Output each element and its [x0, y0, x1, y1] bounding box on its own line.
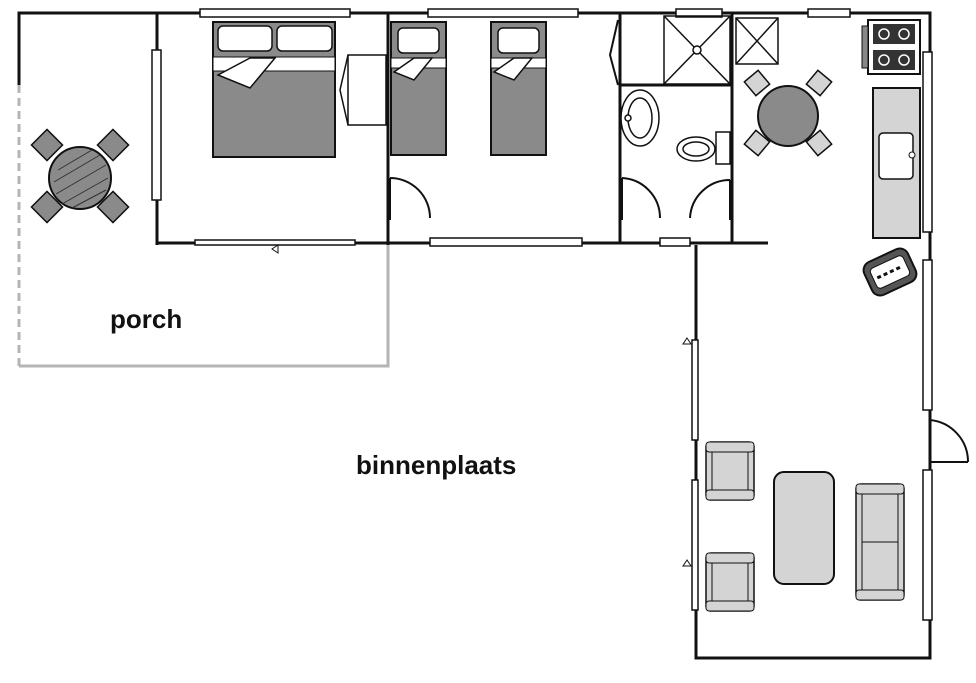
sofa: [855, 483, 905, 601]
armchair-top: [705, 441, 755, 501]
kitchen-cabinet: [735, 17, 779, 65]
door-swing-bathroom: [621, 177, 662, 220]
doors: [389, 19, 970, 463]
double-bed: [212, 21, 336, 158]
chair-kitchen-corner: [862, 247, 918, 297]
porch-table: [30, 128, 130, 224]
porch-area: [17, 85, 390, 368]
porch-outline: [19, 245, 390, 368]
washbasin: [620, 89, 660, 147]
toilet: [676, 131, 731, 165]
porch-label: porch: [110, 304, 182, 334]
single-bed-left: [390, 21, 447, 156]
window-arrows: [271, 244, 692, 567]
shower: [663, 15, 731, 85]
windows: [151, 8, 933, 621]
door-swing-kitchen: [689, 178, 731, 220]
door-swing-bathroom-top: [608, 19, 619, 86]
coffee-table: [773, 471, 835, 585]
nightstand: [339, 54, 387, 126]
door-swing-living: [929, 419, 970, 463]
single-bed-right: [490, 21, 547, 156]
stove: [861, 19, 921, 75]
armchair-bottom: [705, 552, 755, 612]
door-swing-bedroom2: [389, 177, 431, 220]
dining-table-kitchen: [743, 69, 833, 157]
kitchen-counter: [872, 87, 921, 239]
courtyard-label: binnenplaats: [356, 450, 516, 480]
